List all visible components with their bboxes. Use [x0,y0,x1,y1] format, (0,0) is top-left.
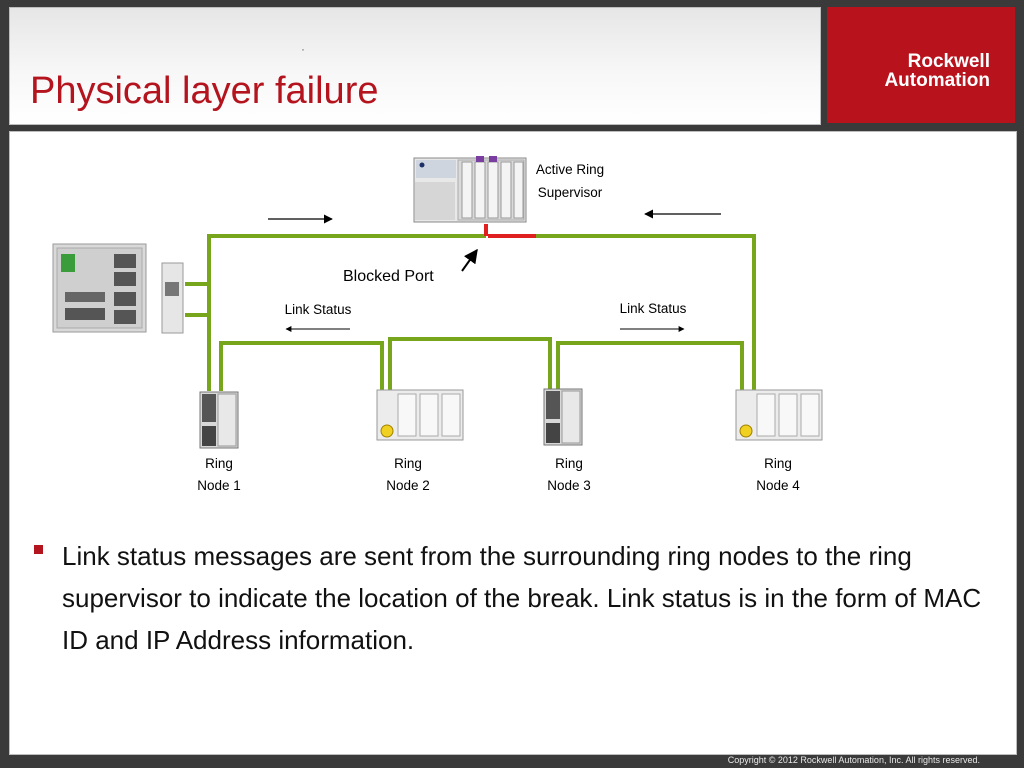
title-dot: · [301,42,305,56]
node-2-label-line1: Ring [394,456,422,471]
node-1-label-line2: Node 1 [197,478,241,493]
link-status-label-left: Link Status [285,302,352,317]
node-2-label-line2: Node 2 [386,478,430,493]
link-status-label-right: Link Status [620,301,687,316]
ring-network-diagram: Active Ring Supervisor Blocked Port Link… [52,156,823,493]
company-logo: Rockwell Automation [827,7,1015,123]
ring-node-4-device [735,389,823,441]
node-link-cable-2 [388,337,552,391]
blocked-port-pointer-arrow [461,248,478,272]
supervisor-label-line2: Supervisor [538,185,603,200]
blocked-port-label: Blocked Port [343,268,434,285]
blocked-port-cable [484,224,536,238]
logo-line-2: Automation [884,70,990,91]
bullet-text: Link status messages are sent from the s… [62,541,982,655]
stratix-switch-device [52,243,184,334]
bullet-marker [34,545,43,554]
ring-supervisor-device [413,156,527,223]
title-panel: · Physical layer failure [9,7,821,125]
slide-title: Physical layer failure [30,70,379,112]
ring-node-1-device [199,391,239,449]
supervisor-label-line1: Active Ring [536,162,604,177]
node-link-cable-1 [219,341,384,391]
ring-node-3-device [543,388,583,446]
content-panel: Active Ring Supervisor Blocked Port Link… [9,131,1017,755]
node-3-label-line1: Ring [555,456,583,471]
node-3-label-line2: Node 3 [547,478,591,493]
ring-cables [185,234,756,391]
node-4-label-line2: Node 4 [756,478,800,493]
right-outer-cable [534,234,756,391]
ring-node-2-device [376,389,464,441]
node-link-cable-3 [556,341,744,391]
outer-ring-cable [185,234,486,286]
copyright-footer: Copyright © 2012 Rockwell Automation, In… [727,755,980,765]
logo-line-1: Rockwell [907,51,990,72]
node-1-label-line1: Ring [205,456,233,471]
node-4-label-line1: Ring [764,456,792,471]
